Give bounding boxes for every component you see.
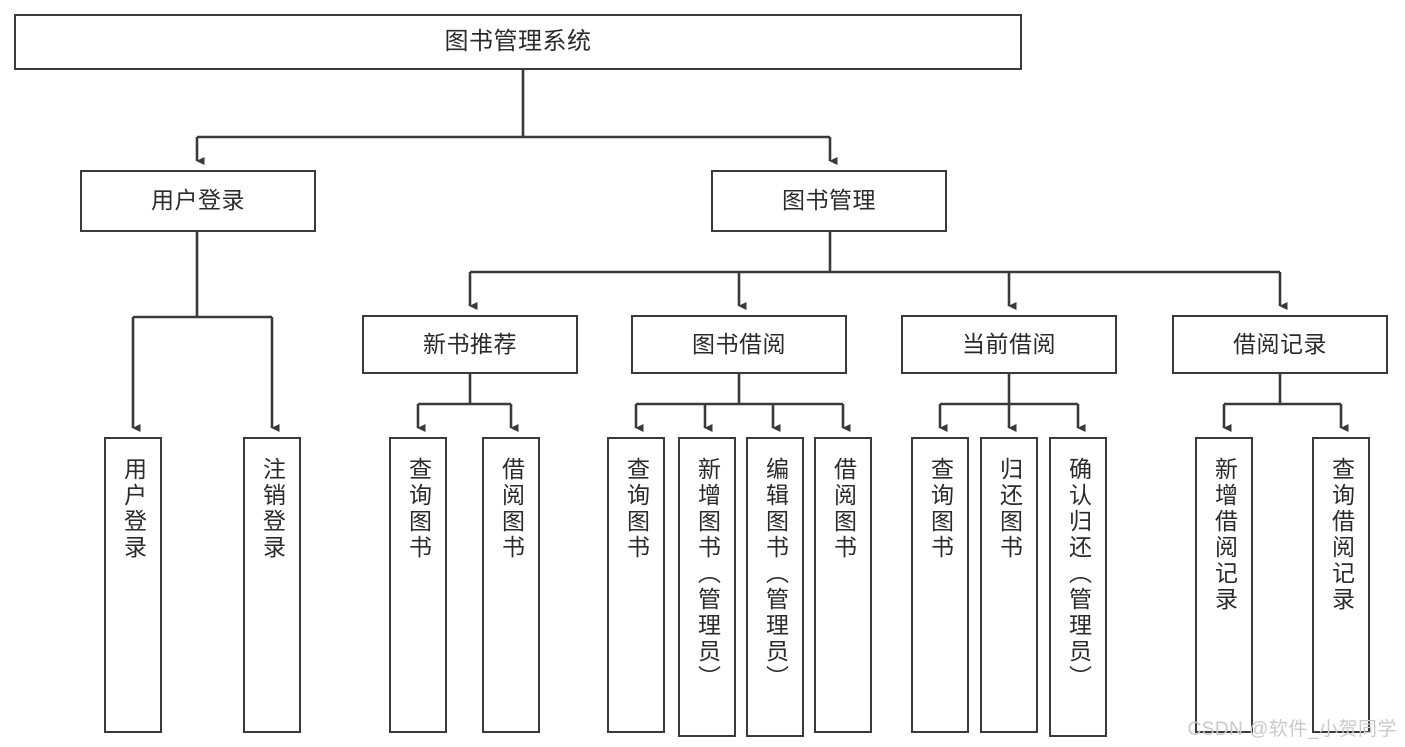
node-leaf-borrow-book-1[interactable]: 借阅图书	[482, 437, 540, 733]
node-current-borrow-label: 当前借阅	[962, 330, 1056, 357]
node-new-book-rec-label: 新书推荐	[423, 330, 517, 357]
node-borrow-record[interactable]: 借阅记录	[1172, 315, 1388, 374]
node-leaf-add-book[interactable]: 新增图书（管理员）	[678, 437, 736, 737]
node-leaf-query-book-2-label: 查询图书	[623, 457, 650, 561]
node-leaf-confirm-return[interactable]: 确认归还（管理员）	[1049, 437, 1107, 737]
watermark-text: CSDN @软件_小贺同学	[1187, 719, 1397, 740]
node-user-login[interactable]: 用户登录	[80, 170, 316, 232]
node-new-book-rec[interactable]: 新书推荐	[362, 315, 578, 374]
node-root-label: 图书管理系统	[444, 27, 592, 55]
node-leaf-logout[interactable]: 注销登录	[243, 437, 301, 733]
node-leaf-add-record[interactable]: 新增借阅记录	[1195, 437, 1253, 733]
node-leaf-borrow-book-1-label: 借阅图书	[498, 457, 525, 561]
node-leaf-logout-label: 注销登录	[259, 457, 286, 561]
node-leaf-query-book-2[interactable]: 查询图书	[607, 437, 665, 733]
node-leaf-borrow-book-2-label: 借阅图书	[830, 457, 857, 561]
node-leaf-query-book-1-label: 查询图书	[405, 457, 432, 561]
node-leaf-borrow-book-2[interactable]: 借阅图书	[814, 437, 872, 733]
node-leaf-query-book-3-label: 查询图书	[927, 457, 954, 561]
node-book-manage[interactable]: 图书管理	[711, 170, 947, 232]
node-book-manage-label: 图书管理	[782, 187, 876, 214]
node-current-borrow[interactable]: 当前借阅	[901, 315, 1117, 374]
node-leaf-query-record-label: 查询借阅记录	[1328, 457, 1355, 613]
node-leaf-edit-book[interactable]: 编辑图书（管理员）	[746, 437, 804, 737]
node-leaf-query-book-1[interactable]: 查询图书	[389, 437, 447, 733]
node-leaf-return-book[interactable]: 归还图书	[980, 437, 1038, 733]
node-leaf-add-book-label: 新增图书（管理员）	[694, 457, 721, 691]
node-leaf-query-record[interactable]: 查询借阅记录	[1312, 437, 1370, 733]
node-user-login-label: 用户登录	[151, 187, 245, 214]
node-leaf-query-book-3[interactable]: 查询图书	[911, 437, 969, 733]
node-book-borrow[interactable]: 图书借阅	[631, 315, 847, 374]
node-leaf-add-record-label: 新增借阅记录	[1211, 457, 1238, 613]
node-borrow-record-label: 借阅记录	[1233, 330, 1327, 357]
node-leaf-user-login[interactable]: 用户登录	[104, 437, 162, 733]
node-leaf-edit-book-label: 编辑图书（管理员）	[762, 457, 789, 691]
node-leaf-confirm-return-label: 确认归还（管理员）	[1065, 457, 1092, 691]
node-leaf-user-login-label: 用户登录	[120, 457, 147, 561]
node-root[interactable]: 图书管理系统	[14, 14, 1022, 70]
node-book-borrow-label: 图书借阅	[692, 330, 786, 357]
node-leaf-return-book-label: 归还图书	[996, 457, 1023, 561]
